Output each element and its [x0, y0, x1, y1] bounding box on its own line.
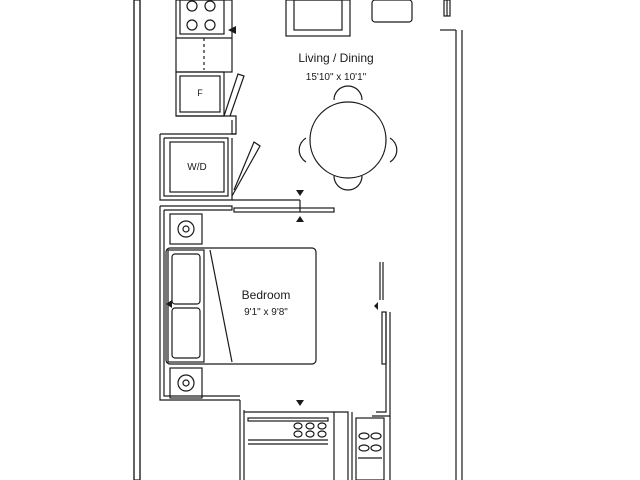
stove: [179, 0, 225, 35]
counter-arrow: [228, 26, 236, 34]
exterior-walls: [133, 0, 463, 480]
dining-set: [298, 85, 398, 191]
closet: [239, 400, 335, 480]
room-dims-living: 15'10" x 10'1": [305, 72, 367, 83]
hanger-rod: [293, 422, 327, 438]
side-table: [371, 0, 413, 23]
bed: [165, 247, 317, 365]
fridge: [175, 71, 245, 117]
interior-wall-kitchen: [160, 115, 237, 135]
bedroom-walls: [159, 205, 240, 401]
fridge-label: F: [197, 88, 203, 98]
room-name-living: Living / Dining: [298, 51, 374, 65]
bedroom-door: [233, 207, 335, 213]
nightstand: [169, 367, 203, 399]
washer-dryer-label: W/D: [187, 162, 207, 173]
washer-dryer-closet: [159, 134, 300, 201]
bedroom-right-wall: [372, 262, 391, 417]
armchair: [285, 0, 351, 37]
room-name-bedroom: Bedroom: [241, 288, 291, 302]
room-dims-bedroom: 9'1" x 9'8": [244, 307, 288, 318]
towel-rack: [358, 432, 382, 459]
window: [443, 0, 451, 17]
door-arrow: [296, 190, 304, 222]
nightstand: [169, 213, 203, 245]
bathroom-walls: [334, 411, 391, 480]
